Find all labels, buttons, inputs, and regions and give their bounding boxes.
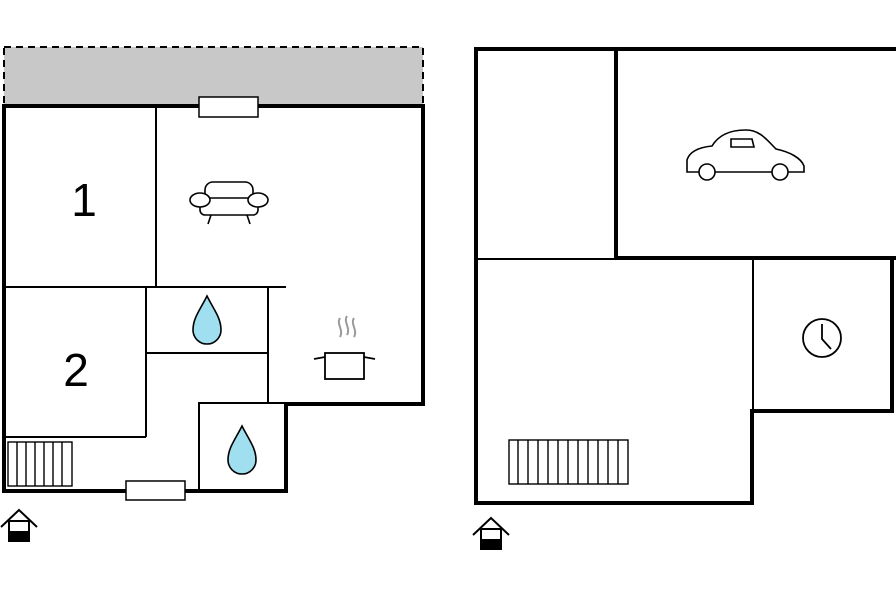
entrance-house-icon bbox=[472, 516, 510, 550]
water-drop-icon bbox=[227, 424, 257, 475]
terrace bbox=[3, 46, 424, 107]
cooking-pot-icon bbox=[313, 315, 376, 380]
annex-outer-wall bbox=[474, 47, 896, 505]
window-top bbox=[198, 96, 259, 118]
sofa-icon bbox=[189, 181, 269, 225]
room-label-1: 1 bbox=[71, 174, 97, 226]
wall-bath2 bbox=[198, 402, 287, 492]
room-label-2: 2 bbox=[63, 344, 89, 396]
stairs-icon bbox=[508, 439, 629, 485]
car-icon bbox=[686, 129, 805, 181]
water-drop-icon bbox=[192, 294, 222, 345]
ground-floor-plan: 1 2 bbox=[0, 46, 425, 542]
clock-icon bbox=[802, 318, 842, 358]
outer-wall bbox=[2, 104, 425, 493]
window-bottom bbox=[125, 480, 186, 501]
stairs-icon bbox=[7, 441, 73, 487]
annex-plan bbox=[472, 47, 896, 550]
entrance-house-icon bbox=[0, 508, 38, 542]
